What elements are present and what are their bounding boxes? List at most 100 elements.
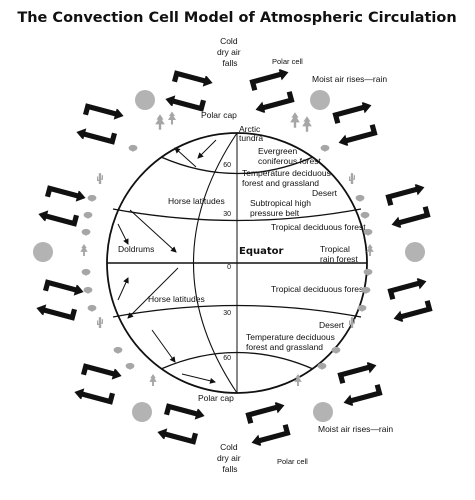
evergreen-line-1: Evergreen (258, 146, 297, 156)
tropical-deciduous-south-label: Tropical deciduous forest (271, 284, 366, 294)
temperate-north-line-1: Temperature deciduous (242, 168, 331, 178)
convection-arrow-icon (243, 399, 293, 448)
polar-cap-south-label: Polar cap (198, 393, 234, 403)
shrub-icon (363, 268, 373, 276)
moist-air-top-label: Moist air rises—rain (312, 74, 387, 84)
cold-dry-air-bottom-label: Cold dry air falls (217, 442, 243, 474)
convection-cells (35, 66, 435, 448)
horse-latitudes-south-label: Horse latitudes (148, 294, 205, 304)
diagram-title: The Convection Cell Model of Atmospheric… (17, 10, 456, 26)
subtropical-line-2: pressure belt (250, 208, 300, 218)
convection-arrow-icon (73, 359, 123, 408)
latitude-s30: 30 (223, 310, 231, 317)
cactus-icon (97, 172, 103, 184)
tree-icon (168, 111, 176, 125)
cactus-icon (97, 316, 103, 328)
evergreen-label: Evergreen coniferous forest (258, 146, 321, 166)
subtropical-high-label: Subtropical high pressure belt (250, 198, 313, 218)
temperate-north-label: Temperature deciduous forest and grassla… (242, 168, 333, 188)
cloud-icon (135, 90, 155, 110)
latitude-n30: 30 (223, 211, 231, 218)
subtropical-line-1: Subtropical high (250, 198, 311, 208)
arctic-tundra-label: Arctic tundra (239, 124, 263, 143)
shrub-icon (363, 228, 373, 236)
cold-air-bottom-line-1: Cold (220, 442, 238, 452)
convection-arrow-icon (385, 275, 435, 324)
wind-arrow-trade-south-a (127, 267, 179, 319)
shrub-icon (81, 268, 91, 276)
convection-arrow-icon (75, 99, 125, 148)
convection-arrow-icon (335, 359, 385, 408)
shrub-icon (360, 211, 370, 219)
shrub-icon (128, 144, 138, 152)
shrub-icon (81, 228, 91, 236)
shrub-icon (331, 346, 341, 354)
tree-icon (149, 374, 157, 386)
wind-arrow-trade-north-b (129, 209, 177, 253)
wind-arrow-polar-south (181, 373, 216, 384)
shrub-icon (87, 304, 97, 312)
cold-dry-air-top-label: Cold dry air falls (217, 36, 243, 68)
tree-icon (155, 114, 165, 130)
tree-icon (80, 244, 88, 256)
wind-arrow-westerly-north (174, 147, 197, 168)
tropical-rain-forest-line-2: rain forest (320, 254, 358, 264)
convection-arrow-icon (383, 181, 433, 230)
temperate-south-line-1: Temperature deciduous (246, 332, 335, 342)
latitude-s60: 60 (223, 355, 231, 362)
shrub-icon (83, 211, 93, 219)
equator-label: Equator (239, 246, 284, 257)
shrub-icon (125, 362, 135, 370)
cloud-icon (310, 90, 330, 110)
tropical-rain-forest-line-1: Tropical (320, 244, 350, 254)
cold-air-top-line-1: Cold (220, 36, 238, 46)
convection-arrow-icon (156, 399, 206, 448)
tropical-deciduous-north-label: Tropical deciduous forest (271, 222, 366, 232)
horse-latitudes-north-label: Horse latitudes (168, 196, 225, 206)
convection-arrow-icon (247, 66, 297, 115)
convection-arrow-icon (164, 66, 214, 115)
latitude-n60: 60 (223, 162, 231, 169)
clouds (33, 90, 425, 422)
wind-arrows (117, 139, 217, 384)
shrub-icon (113, 346, 123, 354)
shrub-icon (87, 194, 97, 202)
cold-air-bottom-line-3: falls (222, 464, 237, 474)
shrub-icon (83, 286, 93, 294)
doldrums-label: Doldrums (118, 244, 154, 254)
shrub-icon (317, 362, 327, 370)
latitude-equator: 0 (227, 264, 231, 271)
cold-air-top-line-2: dry air (217, 47, 241, 57)
meridian-west-line (192, 132, 238, 394)
convection-arrow-icon (35, 275, 85, 324)
tree-icon (302, 116, 312, 132)
temperate-south-line-2: forest and grassland (246, 342, 323, 352)
tree-icon (290, 112, 300, 128)
evergreen-line-2: coniferous forest (258, 156, 321, 166)
temperate-north-line-2: forest and grassland (242, 178, 319, 188)
moist-air-bottom-label: Moist air rises—rain (318, 424, 393, 434)
temperate-south-label: Temperature deciduous forest and grassla… (246, 332, 337, 352)
shrub-icon (320, 144, 330, 152)
wind-arrow-polar-north (197, 139, 217, 159)
cold-air-top-line-3: falls (222, 58, 237, 68)
convection-arrow-icon (330, 99, 380, 148)
desert-south-label: Desert (319, 320, 345, 330)
arctic-tundra-line-1: Arctic (239, 124, 261, 134)
wind-arrow-westerly-south (151, 329, 176, 363)
cold-air-bottom-line-2: dry air (217, 453, 241, 463)
globe (106, 132, 368, 394)
cactus-icon (349, 172, 355, 184)
shrub-icon (355, 194, 365, 202)
cloud-icon (405, 242, 425, 262)
shrub-icon (357, 304, 367, 312)
cloud-icon (132, 402, 152, 422)
tropical-rain-forest-label: Tropical rain forest (320, 244, 358, 264)
arctic-tundra-line-2: tundra (239, 133, 263, 143)
wind-arrow-trade-north-a (117, 223, 129, 245)
polar-cell-bottom-label: Polar cell (277, 457, 308, 466)
polar-cell-top-label: Polar cell (272, 57, 303, 66)
cloud-icon (33, 242, 53, 262)
polar-cap-north-label: Polar cap (201, 110, 237, 120)
